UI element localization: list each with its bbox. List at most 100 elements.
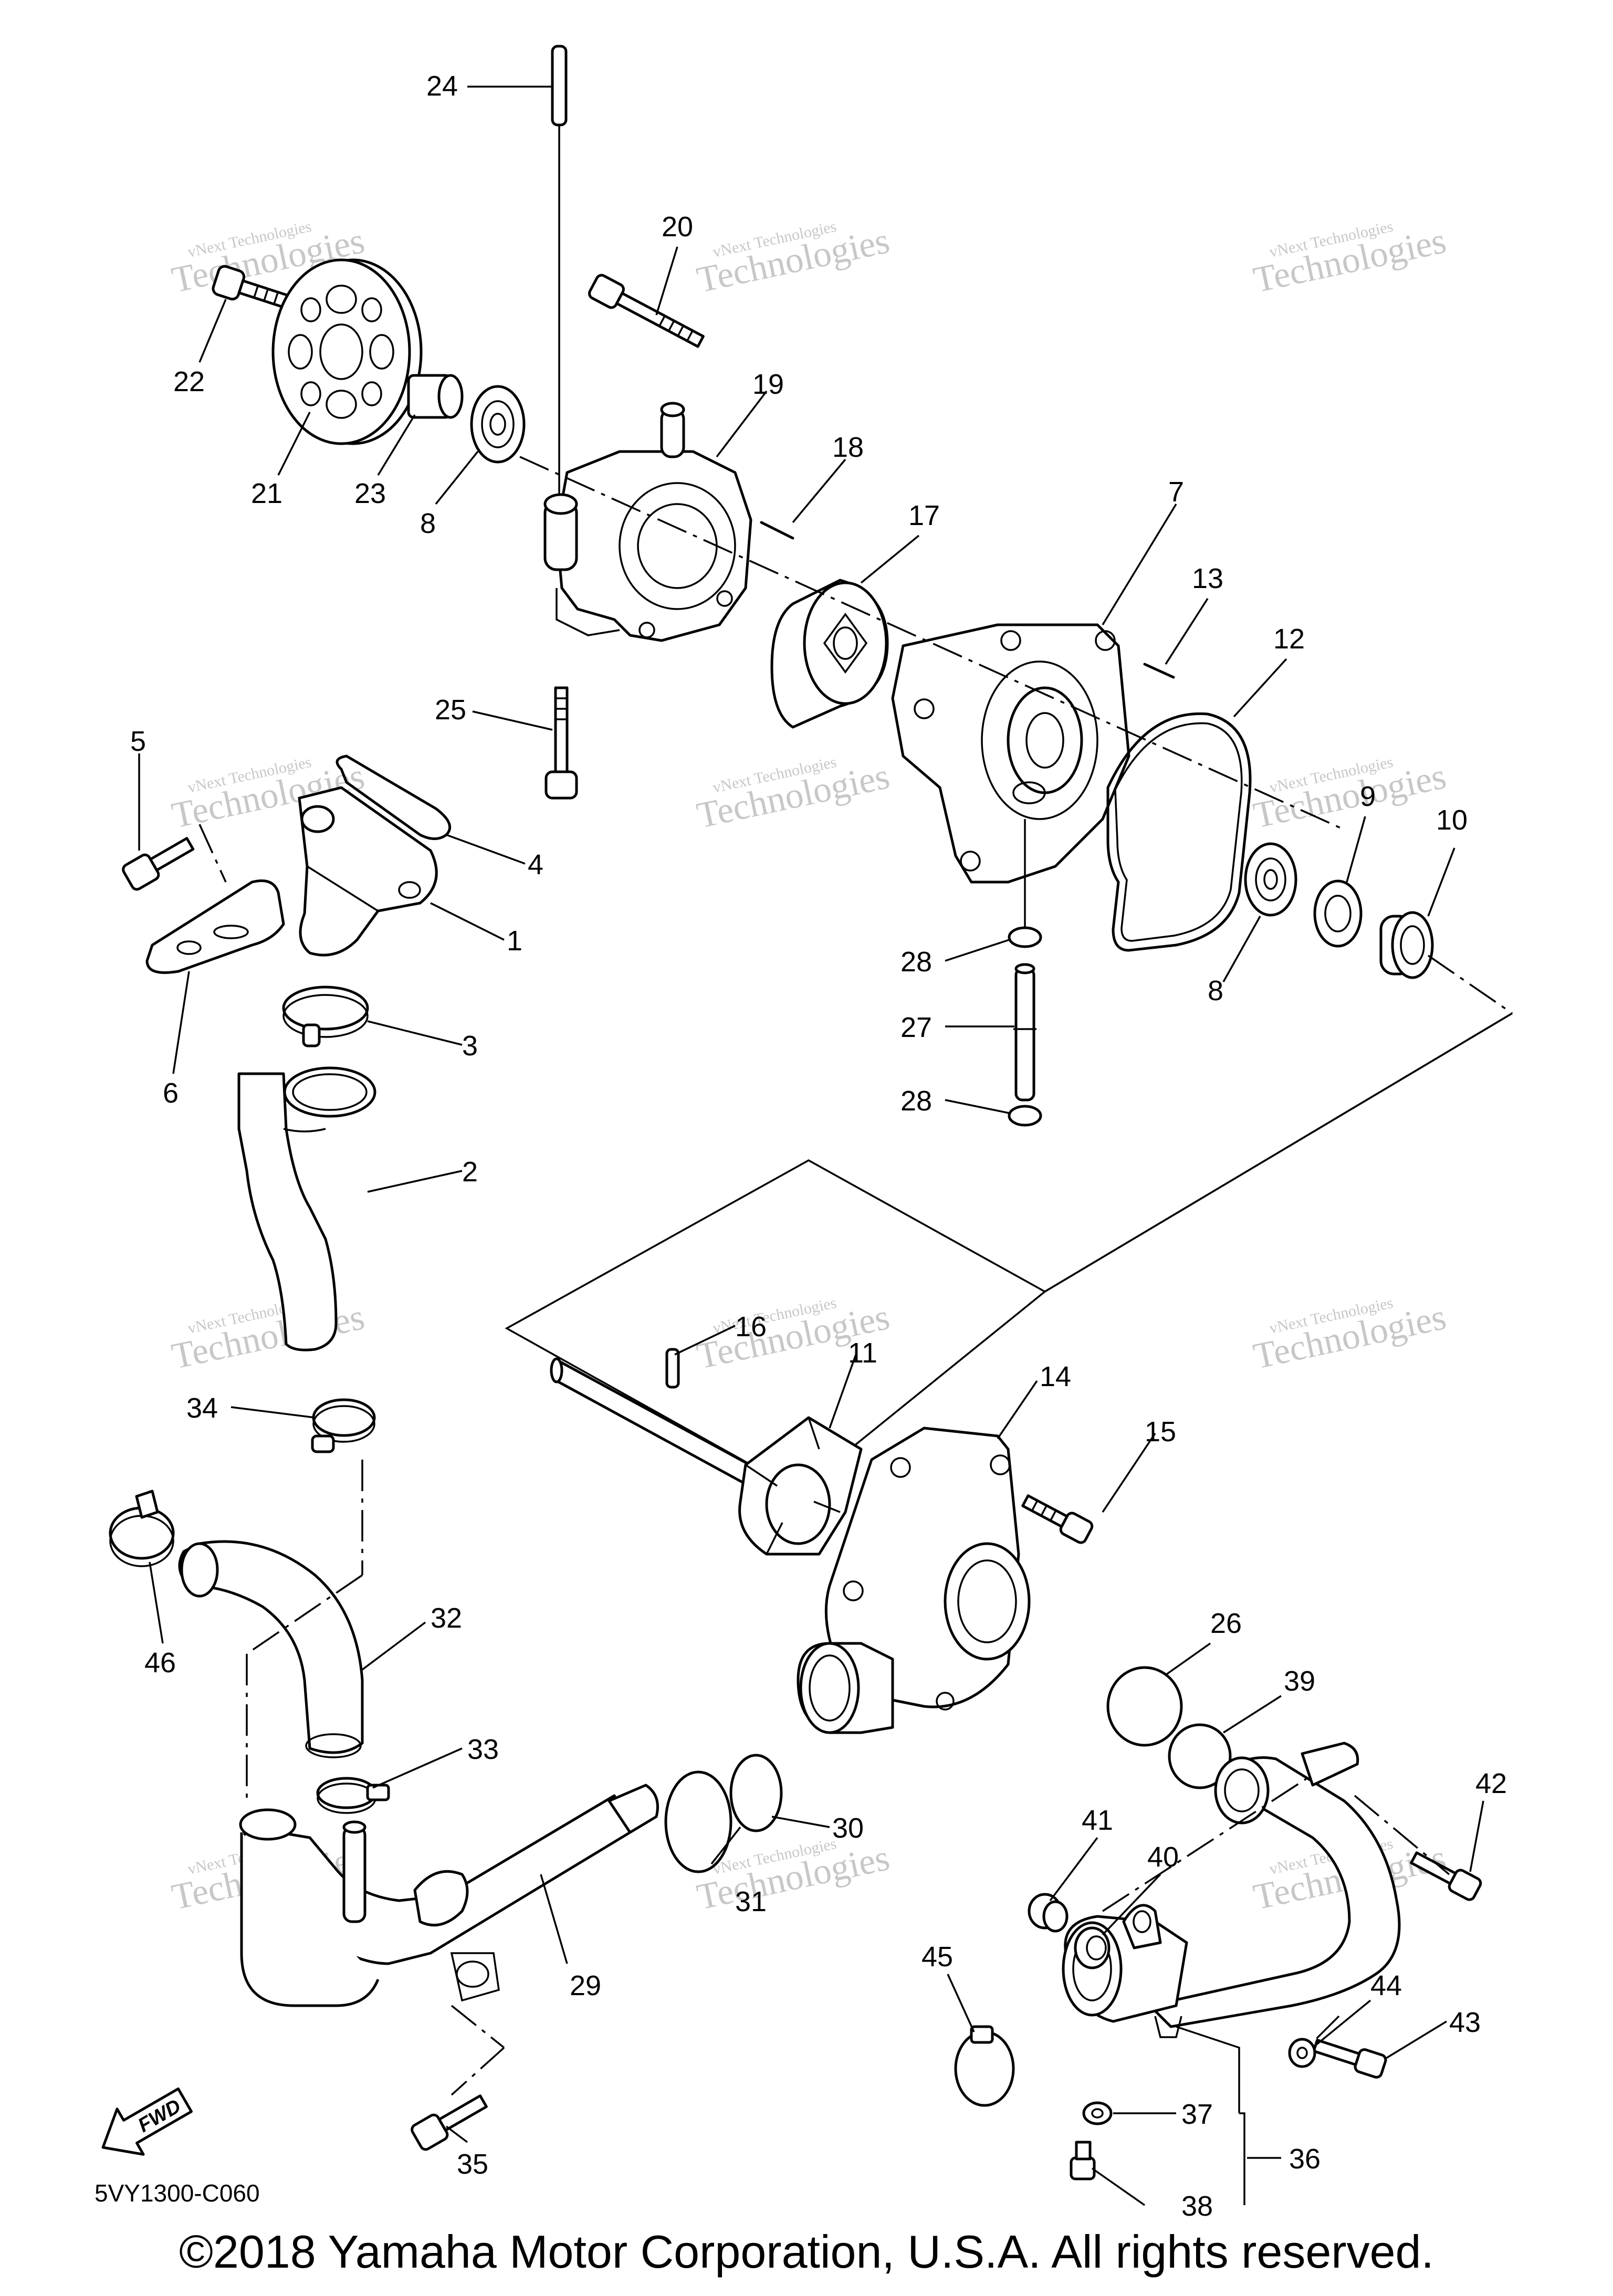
part-4-o-ring — [336, 754, 452, 840]
part-1-outlet-housing — [298, 786, 438, 957]
part-26-o-ring — [1106, 1666, 1183, 1747]
part-25-bolt — [544, 686, 578, 800]
part-17-rotor — [770, 579, 889, 729]
callout-6: 6 — [163, 1077, 179, 1109]
callout-35: 35 — [457, 2148, 488, 2180]
part-27-pipe — [1013, 963, 1036, 1102]
part-29-pipe — [239, 1784, 659, 2007]
callout-11: 11 — [848, 1337, 877, 1369]
callout-27: 27 — [900, 1012, 932, 1043]
callout-1: 1 — [507, 925, 522, 957]
part-33-clamp — [316, 1777, 390, 1814]
callout-23: 23 — [354, 478, 386, 509]
part-12-gasket — [1106, 712, 1252, 952]
callout-8b: 8 — [1208, 975, 1223, 1007]
part-43-bolt — [1312, 2039, 1387, 2079]
callout-40: 40 — [1147, 1841, 1179, 1873]
callout-18: 18 — [832, 432, 864, 463]
callout-14: 14 — [1040, 1361, 1071, 1392]
callout-21: 21 — [251, 478, 282, 509]
callout-34: 34 — [186, 1392, 218, 1424]
part-30-o-ring — [729, 1754, 783, 1832]
part-13-pin — [1143, 663, 1175, 679]
part-20-bolt — [588, 274, 705, 348]
callout-33: 33 — [467, 1734, 499, 1765]
callout-19: 19 — [752, 369, 784, 400]
callout-2: 2 — [462, 1156, 478, 1188]
callout-44: 44 — [1370, 1970, 1402, 2001]
part-35-bolt — [411, 2094, 488, 2151]
callout-13: 13 — [1192, 563, 1223, 594]
part-28-o-ring — [1008, 1105, 1042, 1127]
part-45-clamp — [954, 2025, 1015, 2107]
part-2-hose — [237, 1066, 376, 1351]
callout-43: 43 — [1449, 2007, 1481, 2038]
part-9-oil-seal — [1313, 879, 1363, 948]
copyright-notice: ©2018 Yamaha Motor Corporation, U.S.A. A… — [179, 2226, 1434, 2278]
part-6-bracket — [145, 879, 285, 974]
callout-3: 3 — [462, 1030, 478, 1062]
part-31-o-ring — [664, 1770, 732, 1873]
part-10-mechanical-seal — [1379, 911, 1434, 979]
part-21-sprocket — [271, 258, 423, 445]
callout-25: 25 — [435, 694, 466, 726]
callout-5: 5 — [130, 726, 146, 757]
part-22-bolt — [212, 265, 289, 309]
callout-26: 26 — [1210, 1608, 1242, 1639]
part-46-clamp — [109, 1490, 175, 1567]
part-24-pin — [551, 45, 568, 504]
callout-46: 46 — [144, 1647, 176, 1679]
part-5-bolt — [122, 837, 195, 891]
callout-29: 29 — [570, 1970, 601, 2001]
part-8-bearing — [1244, 842, 1297, 917]
part-15-bolt — [1021, 1494, 1094, 1544]
callout-42: 42 — [1475, 1768, 1507, 1799]
callout-39: 39 — [1284, 1665, 1315, 1697]
callout-8: 8 — [420, 508, 436, 539]
part-34-clamp — [311, 1398, 376, 1453]
callout-9: 9 — [1360, 781, 1376, 812]
fwd-arrow-icon: FWD — [101, 2087, 193, 2156]
leader-lines — [138, 86, 1484, 2206]
part-16-pin — [665, 1348, 680, 1389]
callout-labels: 24 20 22 19 18 21 23 8 17 7 13 12 25 5 9… — [130, 70, 1507, 2222]
callout-28b: 28 — [900, 1085, 932, 1117]
callout-20: 20 — [662, 211, 693, 243]
part-11-impeller-shaft — [550, 1357, 863, 1556]
part-18-pin — [760, 521, 794, 540]
callout-30: 30 — [832, 1812, 864, 1844]
part-14-pump-housing — [797, 1427, 1031, 1734]
callout-10: 10 — [1436, 804, 1468, 836]
callout-15: 15 — [1145, 1416, 1176, 1448]
part-39-o-ring — [1168, 1723, 1232, 1789]
part-3-clamp — [282, 986, 369, 1047]
callout-4: 4 — [528, 849, 543, 880]
part-32-hose — [178, 1540, 364, 1758]
part-38-drain-bolt — [1070, 2141, 1096, 2180]
part-44-washer — [1288, 2038, 1316, 2068]
callout-28: 28 — [900, 946, 932, 978]
part-19-pump-housing — [543, 402, 752, 642]
callout-36: 36 — [1289, 2143, 1321, 2175]
callout-41: 41 — [1082, 1805, 1113, 1836]
part-42-bolt — [1410, 1851, 1482, 1901]
part-41-collar — [1028, 1893, 1069, 1933]
diagram-code: 5VY1300-C060 — [95, 2179, 260, 2207]
callout-45: 45 — [921, 1941, 953, 1973]
part-7-cover — [891, 623, 1130, 884]
callout-22: 22 — [173, 366, 205, 397]
callout-12: 12 — [1273, 623, 1305, 655]
part-36-pipe — [1062, 1742, 1401, 2038]
part-28-o-ring — [1008, 926, 1042, 948]
callout-24: 24 — [426, 70, 458, 102]
part-40-grommet — [1074, 1926, 1111, 1969]
callout-7: 7 — [1168, 476, 1184, 508]
callout-31: 31 — [735, 1886, 767, 1917]
